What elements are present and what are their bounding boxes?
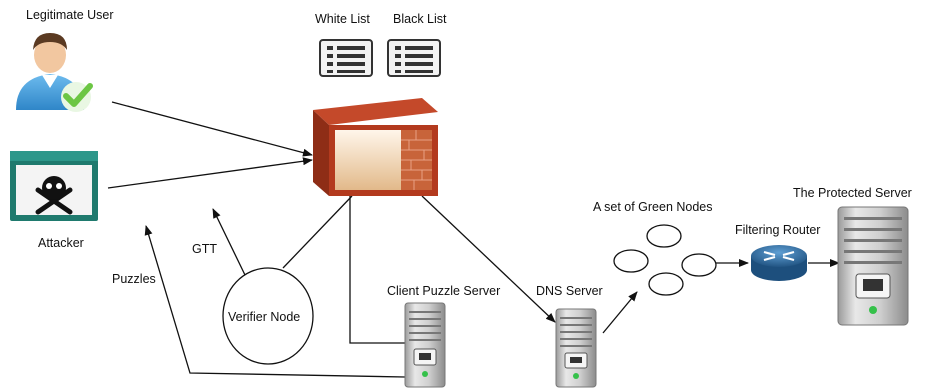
user-icon <box>16 33 93 112</box>
verifier-node-circle <box>222 267 314 365</box>
green-node <box>613 249 649 273</box>
status-led-icon <box>869 306 877 314</box>
firewall-to-dns-arrow <box>421 195 556 323</box>
skull-icon <box>42 176 66 200</box>
verifier-to-firewall-line <box>282 195 353 269</box>
puzzles-arrow <box>144 225 406 378</box>
user-to-firewall-arrow <box>111 101 313 157</box>
client-puzzle-server-label: Client Puzzle Server <box>387 284 501 298</box>
attacker-window-icon <box>10 151 98 221</box>
green-node <box>648 272 684 296</box>
green-nodes <box>613 224 717 296</box>
filtering-router-label: Filtering Router <box>735 223 821 237</box>
green-node <box>681 253 717 277</box>
green-node <box>646 224 682 248</box>
status-led-icon <box>422 371 428 377</box>
dns-server-label: DNS Server <box>536 284 603 298</box>
protected-server-label: The Protected Server <box>793 186 912 200</box>
firewall-icon <box>313 98 438 196</box>
gtt-arrow <box>212 208 246 276</box>
dns-to-green-nodes-arrow <box>602 291 638 334</box>
check-icon <box>63 83 93 107</box>
dns-server-icon <box>555 308 597 388</box>
green-nodes-label: A set of Green Nodes <box>593 200 713 214</box>
legitimate-user-label: Legitimate User <box>26 8 114 22</box>
crossbones-icon <box>35 187 73 215</box>
router-icon <box>751 245 807 281</box>
verifier-node-label: Verifier Node <box>228 310 301 324</box>
attacker-to-firewall-arrow <box>107 157 313 189</box>
puzzles-label: Puzzles <box>112 272 156 286</box>
black-list-label: Black List <box>393 12 447 26</box>
attacker-label: Attacker <box>38 236 84 250</box>
connections <box>107 101 840 378</box>
black-list-icon <box>387 39 441 77</box>
firewall-to-puzzle-server-line <box>349 196 405 344</box>
protected-server-icon <box>837 206 909 326</box>
white-list-label: White List <box>315 12 370 26</box>
status-led-icon <box>573 373 579 379</box>
white-list-icon <box>319 39 373 77</box>
client-puzzle-server-icon <box>404 302 446 388</box>
gtt-label: GTT <box>192 242 217 256</box>
